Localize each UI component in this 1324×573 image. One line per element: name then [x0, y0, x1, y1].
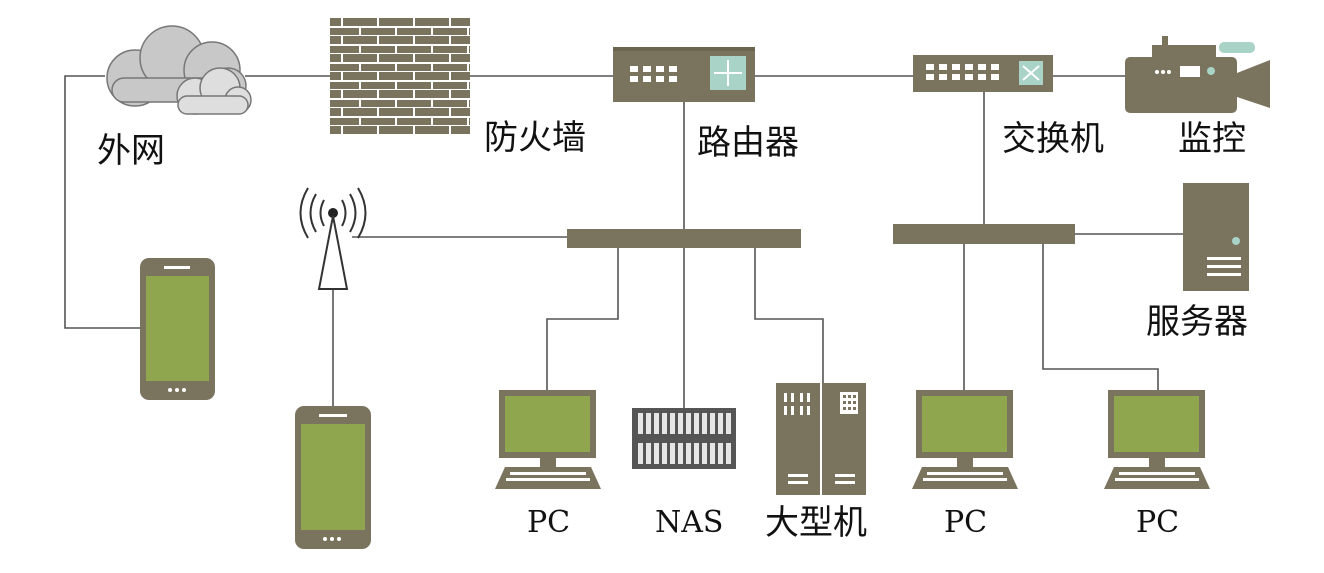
mainframe-icon: [776, 383, 866, 495]
label-nas: NAS: [655, 505, 724, 540]
label-switch: 交换机: [1002, 119, 1104, 159]
label-mainframe: 大型机: [765, 503, 867, 543]
server-icon: [1183, 183, 1249, 291]
switch-hub-bar: [893, 224, 1075, 244]
label-pc-3: PC: [1136, 505, 1180, 540]
switch-icon: [913, 55, 1053, 92]
internet-cloud: [106, 25, 252, 115]
mobile-phone-icon: [295, 406, 371, 549]
nas-icon: [632, 408, 736, 469]
label-internet: 外网: [97, 131, 165, 171]
label-pc-1: PC: [527, 505, 571, 540]
pc-icon: [1104, 390, 1210, 489]
label-pc-2: PC: [944, 505, 988, 540]
label-server: 服务器: [1146, 302, 1248, 342]
pc-icon: [912, 390, 1018, 489]
wireless-antenna-icon: [299, 187, 367, 290]
mobile-phone-icon: [140, 258, 215, 400]
router-icon: [613, 47, 755, 102]
router-hub-bar: [567, 229, 801, 248]
label-firewall: 防火墙: [484, 118, 586, 158]
label-camera: 监控: [1178, 119, 1246, 159]
firewall-icon: [330, 18, 470, 134]
pc-icon: [495, 390, 601, 489]
connection-lines: [64, 75, 1183, 408]
camera-icon: [1125, 36, 1270, 113]
label-router: 路由器: [697, 123, 799, 163]
